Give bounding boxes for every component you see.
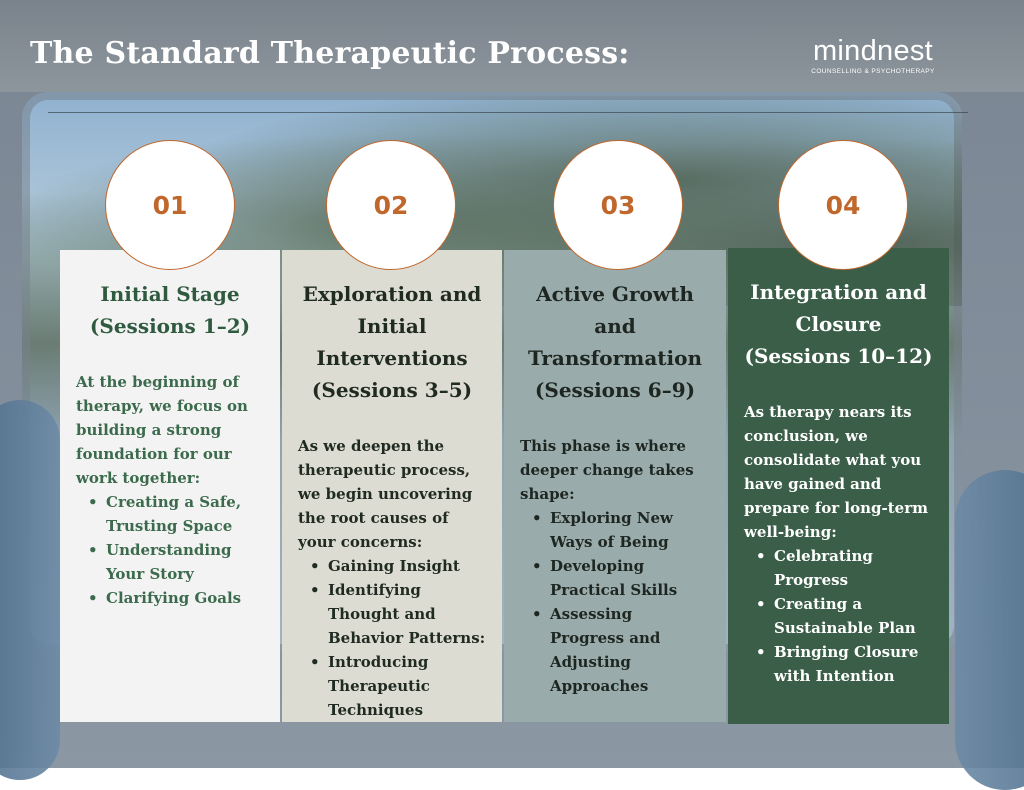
stage-card-2: Exploration and Initial Interventions (S…: [282, 250, 502, 722]
stage-card-1: Initial Stage (Sessions 1–2) At the begi…: [60, 250, 280, 722]
list-item: Introducing Therapeutic Techniques: [310, 650, 486, 722]
stage-title: Initial Stage (Sessions 1–2): [76, 278, 264, 342]
stage-card-4: Integration and Closure (Sessions 10–12)…: [728, 248, 949, 724]
stage-title-line: (Sessions 6–9): [534, 378, 696, 402]
list-item: Assessing Progress and Adjusting Approac…: [532, 602, 710, 698]
stage-number-badge: 02: [326, 140, 456, 270]
list-item: Developing Practical Skills: [532, 554, 710, 602]
list-item: Understanding Your Story: [88, 538, 264, 586]
stage-number-badge: 01: [105, 140, 235, 270]
page-title: The Standard Therapeutic Process:: [30, 36, 630, 71]
stage-points: Gaining Insight Identifying Thought and …: [298, 554, 486, 722]
stage-intro: As we deepen the therapeutic process, we…: [298, 437, 473, 551]
list-item: Clarifying Goals: [88, 586, 264, 610]
stage-title-line: Transformation: [527, 346, 703, 370]
stage-number-badge: 04: [778, 140, 908, 270]
stage-title-line: Active Growth: [536, 282, 694, 306]
background-seat-right: [955, 470, 1024, 790]
list-item: Identifying Thought and Behavior Pattern…: [310, 578, 486, 650]
stage-title-line: Initial Stage: [100, 282, 240, 306]
stage-title-line: (Sessions 10–12): [744, 344, 933, 368]
stage-title-line: Integration and: [750, 280, 927, 304]
stage-title: Exploration and Initial Interventions (S…: [298, 278, 486, 406]
stage-points: Celebrating Progress Creating a Sustaina…: [744, 544, 933, 688]
stage-title-line: (Sessions 1–2): [89, 314, 251, 338]
header-divider: [48, 112, 968, 113]
stage-intro: At the beginning of therapy, we focus on…: [76, 373, 248, 487]
list-item: Gaining Insight: [310, 554, 486, 578]
stage-card-3: Active Growth and Transformation (Sessio…: [504, 250, 726, 722]
stage-title-line: Initial: [357, 314, 427, 338]
stage-intro: This phase is where deeper change takes …: [520, 437, 694, 503]
stage-title-line: Interventions: [316, 346, 468, 370]
list-item: Exploring New Ways of Being: [532, 506, 710, 554]
background-seat-left: [0, 400, 60, 780]
stage-title-line: Closure: [795, 312, 882, 336]
stage-title: Active Growth and Transformation (Sessio…: [520, 278, 710, 406]
stage-points: Exploring New Ways of Being Developing P…: [520, 506, 710, 698]
brand-name: mindnest: [812, 35, 934, 67]
brand-tagline: COUNSELLING & PSYCHOTHERAPY: [811, 68, 935, 75]
stage-title-line: and: [594, 314, 636, 338]
stage-title-line: (Sessions 3–5): [311, 378, 473, 402]
stage-title-line: Exploration and: [302, 282, 482, 306]
list-item: Creating a Safe, Trusting Space: [88, 490, 264, 538]
list-item: Bringing Closure with Intention: [756, 640, 933, 688]
stage-points: Creating a Safe, Trusting Space Understa…: [76, 490, 264, 610]
stage-intro: As therapy nears its conclusion, we cons…: [744, 403, 928, 541]
background-ceiling: [0, 0, 1024, 92]
stage-title: Integration and Closure (Sessions 10–12): [744, 276, 933, 372]
list-item: Creating a Sustainable Plan: [756, 592, 933, 640]
list-item: Celebrating Progress: [756, 544, 933, 592]
stage-number-badge: 03: [553, 140, 683, 270]
brand-logo: mindnest COUNSELLING & PSYCHOTHERAPY: [808, 36, 938, 75]
